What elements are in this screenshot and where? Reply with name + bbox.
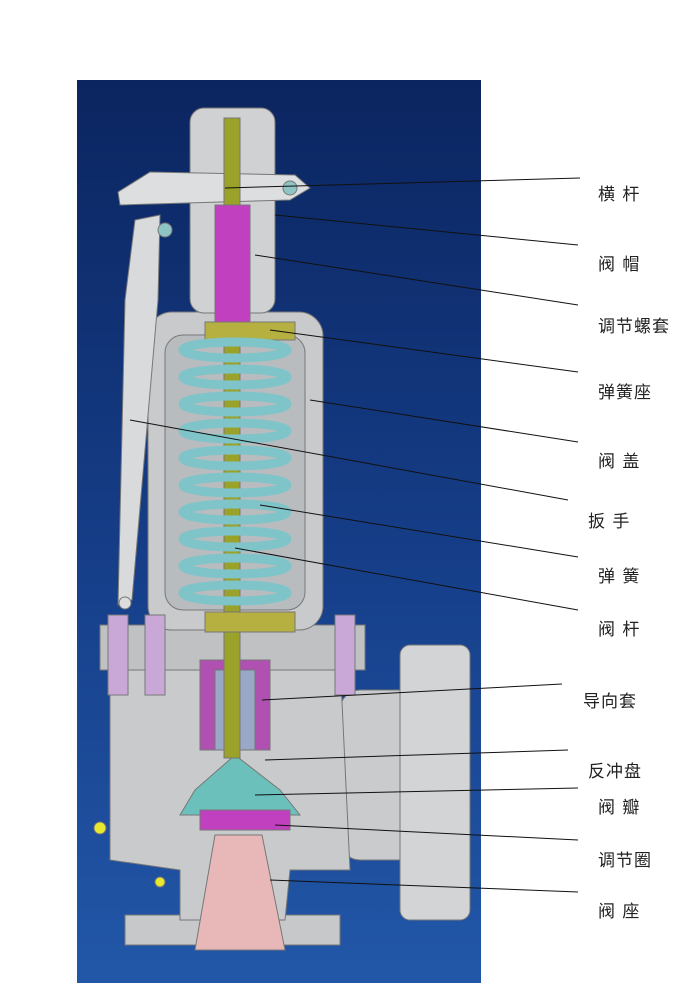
label-spring-seat: 弹簧座 — [598, 383, 652, 403]
label-crossbar: 横 杆 — [598, 185, 641, 205]
spring-coils — [178, 337, 292, 606]
label-valve-seat: 阀 座 — [598, 902, 641, 922]
label-valve-cover: 阀 盖 — [598, 452, 641, 472]
label-guide-sleeve: 导向套 — [583, 692, 637, 712]
label-bonnet-cap: 阀 帽 — [598, 255, 641, 275]
label-adjusting-screw-sleeve: 调节螺套 — [598, 317, 670, 337]
leader-lines — [129, 177, 581, 893]
label-valve-stem: 阀 杆 — [598, 620, 641, 640]
label-spring: 弹 簧 — [598, 567, 641, 587]
label-valve-disc: 阀 瓣 — [598, 798, 641, 818]
label-lever: 扳 手 — [588, 512, 631, 532]
valve-body — [93, 107, 471, 951]
label-recoil-disc: 反冲盘 — [588, 762, 642, 782]
label-adjusting-ring: 调节圈 — [598, 851, 652, 871]
